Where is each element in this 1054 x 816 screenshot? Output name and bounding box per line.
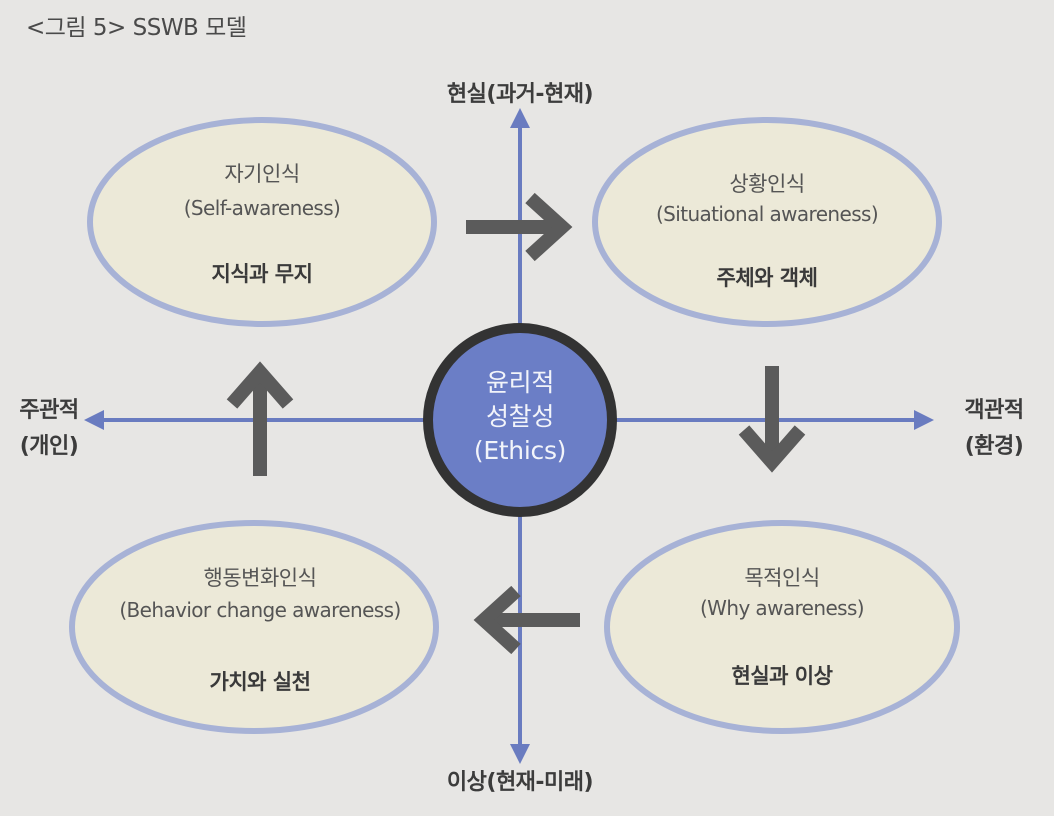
axis-label-top: 현실(과거-현재): [446, 82, 594, 107]
axis-label-right-line1: 객관적: [964, 398, 1024, 423]
quadrant-bottom-left-english: (Behavior change awareness): [119, 598, 401, 622]
center-line3: (Ethics): [473, 436, 567, 465]
quadrant-top-right-title: 상황인식: [729, 172, 805, 196]
quadrant-top-right-english: (Situational awareness): [655, 202, 879, 226]
figure-caption: <그림 5> SSWB 모델: [26, 15, 247, 41]
quadrant-bottom-right-keyword: 현실과 이상: [731, 664, 833, 688]
arrow-right-icon: [466, 192, 573, 262]
quadrant-bottom-left-keyword: 가치와 실천: [209, 670, 311, 694]
ellipse-self-awareness: [87, 117, 437, 327]
arrow-left-icon: [473, 585, 580, 655]
center-line1: 윤리적: [485, 368, 555, 397]
ellipse-situational-awareness: [592, 117, 942, 327]
quadrant-top-left-title: 자기인식: [224, 162, 300, 186]
quadrant-bottom-left-title: 행동변화인식: [203, 566, 317, 590]
axis-label-right-line2: (환경): [964, 434, 1024, 459]
quadrant-top-left-english: (Self-awareness): [183, 196, 341, 220]
quadrant-top-right-keyword: 주체와 객체: [716, 266, 818, 290]
arrow-up-icon: [226, 361, 294, 476]
center-line2: 성찰성: [485, 402, 555, 431]
axis-label-left-line1: 주관적: [19, 398, 79, 423]
axis-label-left-line2: (개인): [19, 434, 79, 459]
arrow-down-icon: [738, 366, 806, 473]
quadrant-top-left-keyword: 지식과 무지: [211, 262, 313, 286]
quadrant-bottom-right-english: (Why awareness): [699, 596, 865, 620]
ellipse-why-awareness: [604, 520, 960, 734]
axis-label-bottom: 이상(현재-미래): [446, 770, 594, 795]
quadrant-bottom-right-title: 목적인식: [744, 566, 820, 590]
ellipse-behavior-change-awareness: [69, 520, 439, 734]
center-ethics-circle: [423, 323, 617, 517]
